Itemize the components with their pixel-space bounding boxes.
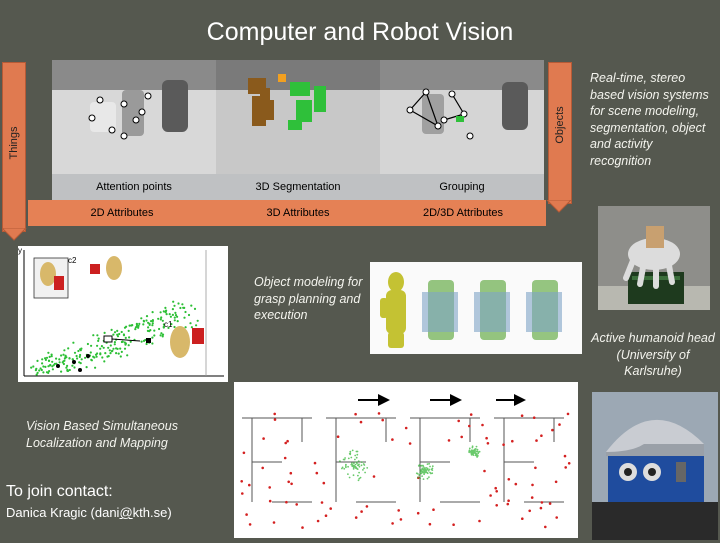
things-bar: Things [2, 62, 26, 232]
table-cell-2d-attributes: 2D Attributes [28, 200, 216, 226]
humanoid-caption: Active humanoid head (University of Karl… [591, 331, 715, 378]
slam-map-image [234, 382, 578, 538]
humanoid-head-image [592, 392, 718, 540]
vision-image-strip [52, 60, 544, 174]
slam-map-svg [240, 394, 571, 529]
objects-label: Objects [554, 106, 566, 144]
table-cell-2d3d-attributes: 2D/3D Attributes [380, 200, 546, 226]
table-cell-3d-attributes: 3D Attributes [216, 200, 380, 226]
slam-caption: Vision Based Simultaneous Localization a… [26, 419, 178, 450]
scene-images [52, 60, 544, 174]
things-arrow-tip [2, 228, 27, 241]
page-title: Computer and Robot Vision [206, 18, 514, 46]
things-label: Things [8, 126, 20, 160]
objects-arrow-tip [546, 200, 572, 213]
contact-heading: To join contact: [6, 483, 113, 500]
plot-label-y: y [18, 246, 22, 255]
grasp-model-image [370, 262, 582, 354]
plot-label-c1: c1 [164, 320, 173, 329]
feature-plot-svg [23, 250, 224, 377]
objects-bar: Objects [548, 62, 572, 204]
robot-hand-image [598, 206, 710, 310]
contact-email-link[interactable]: @ [119, 505, 133, 520]
table-cell-grouping: Grouping [380, 174, 544, 200]
contact-name: Danica Kragic (dani [6, 505, 120, 520]
plot-label-c2: c2 [68, 256, 77, 265]
contact-line: Danica Kragic (dani@kth.se) [6, 505, 172, 520]
grasp-caption: Object modeling for grasp planning and e… [254, 275, 363, 322]
table-cell-3d-segmentation: 3D Segmentation [216, 174, 380, 200]
contact-domain: kth.se) [132, 505, 172, 520]
feature-plot: c2 c1 y [18, 246, 228, 382]
realtime-caption: Real-time, stereo based vision systems f… [590, 71, 709, 168]
table-cell-attention-points: Attention points [52, 174, 216, 200]
